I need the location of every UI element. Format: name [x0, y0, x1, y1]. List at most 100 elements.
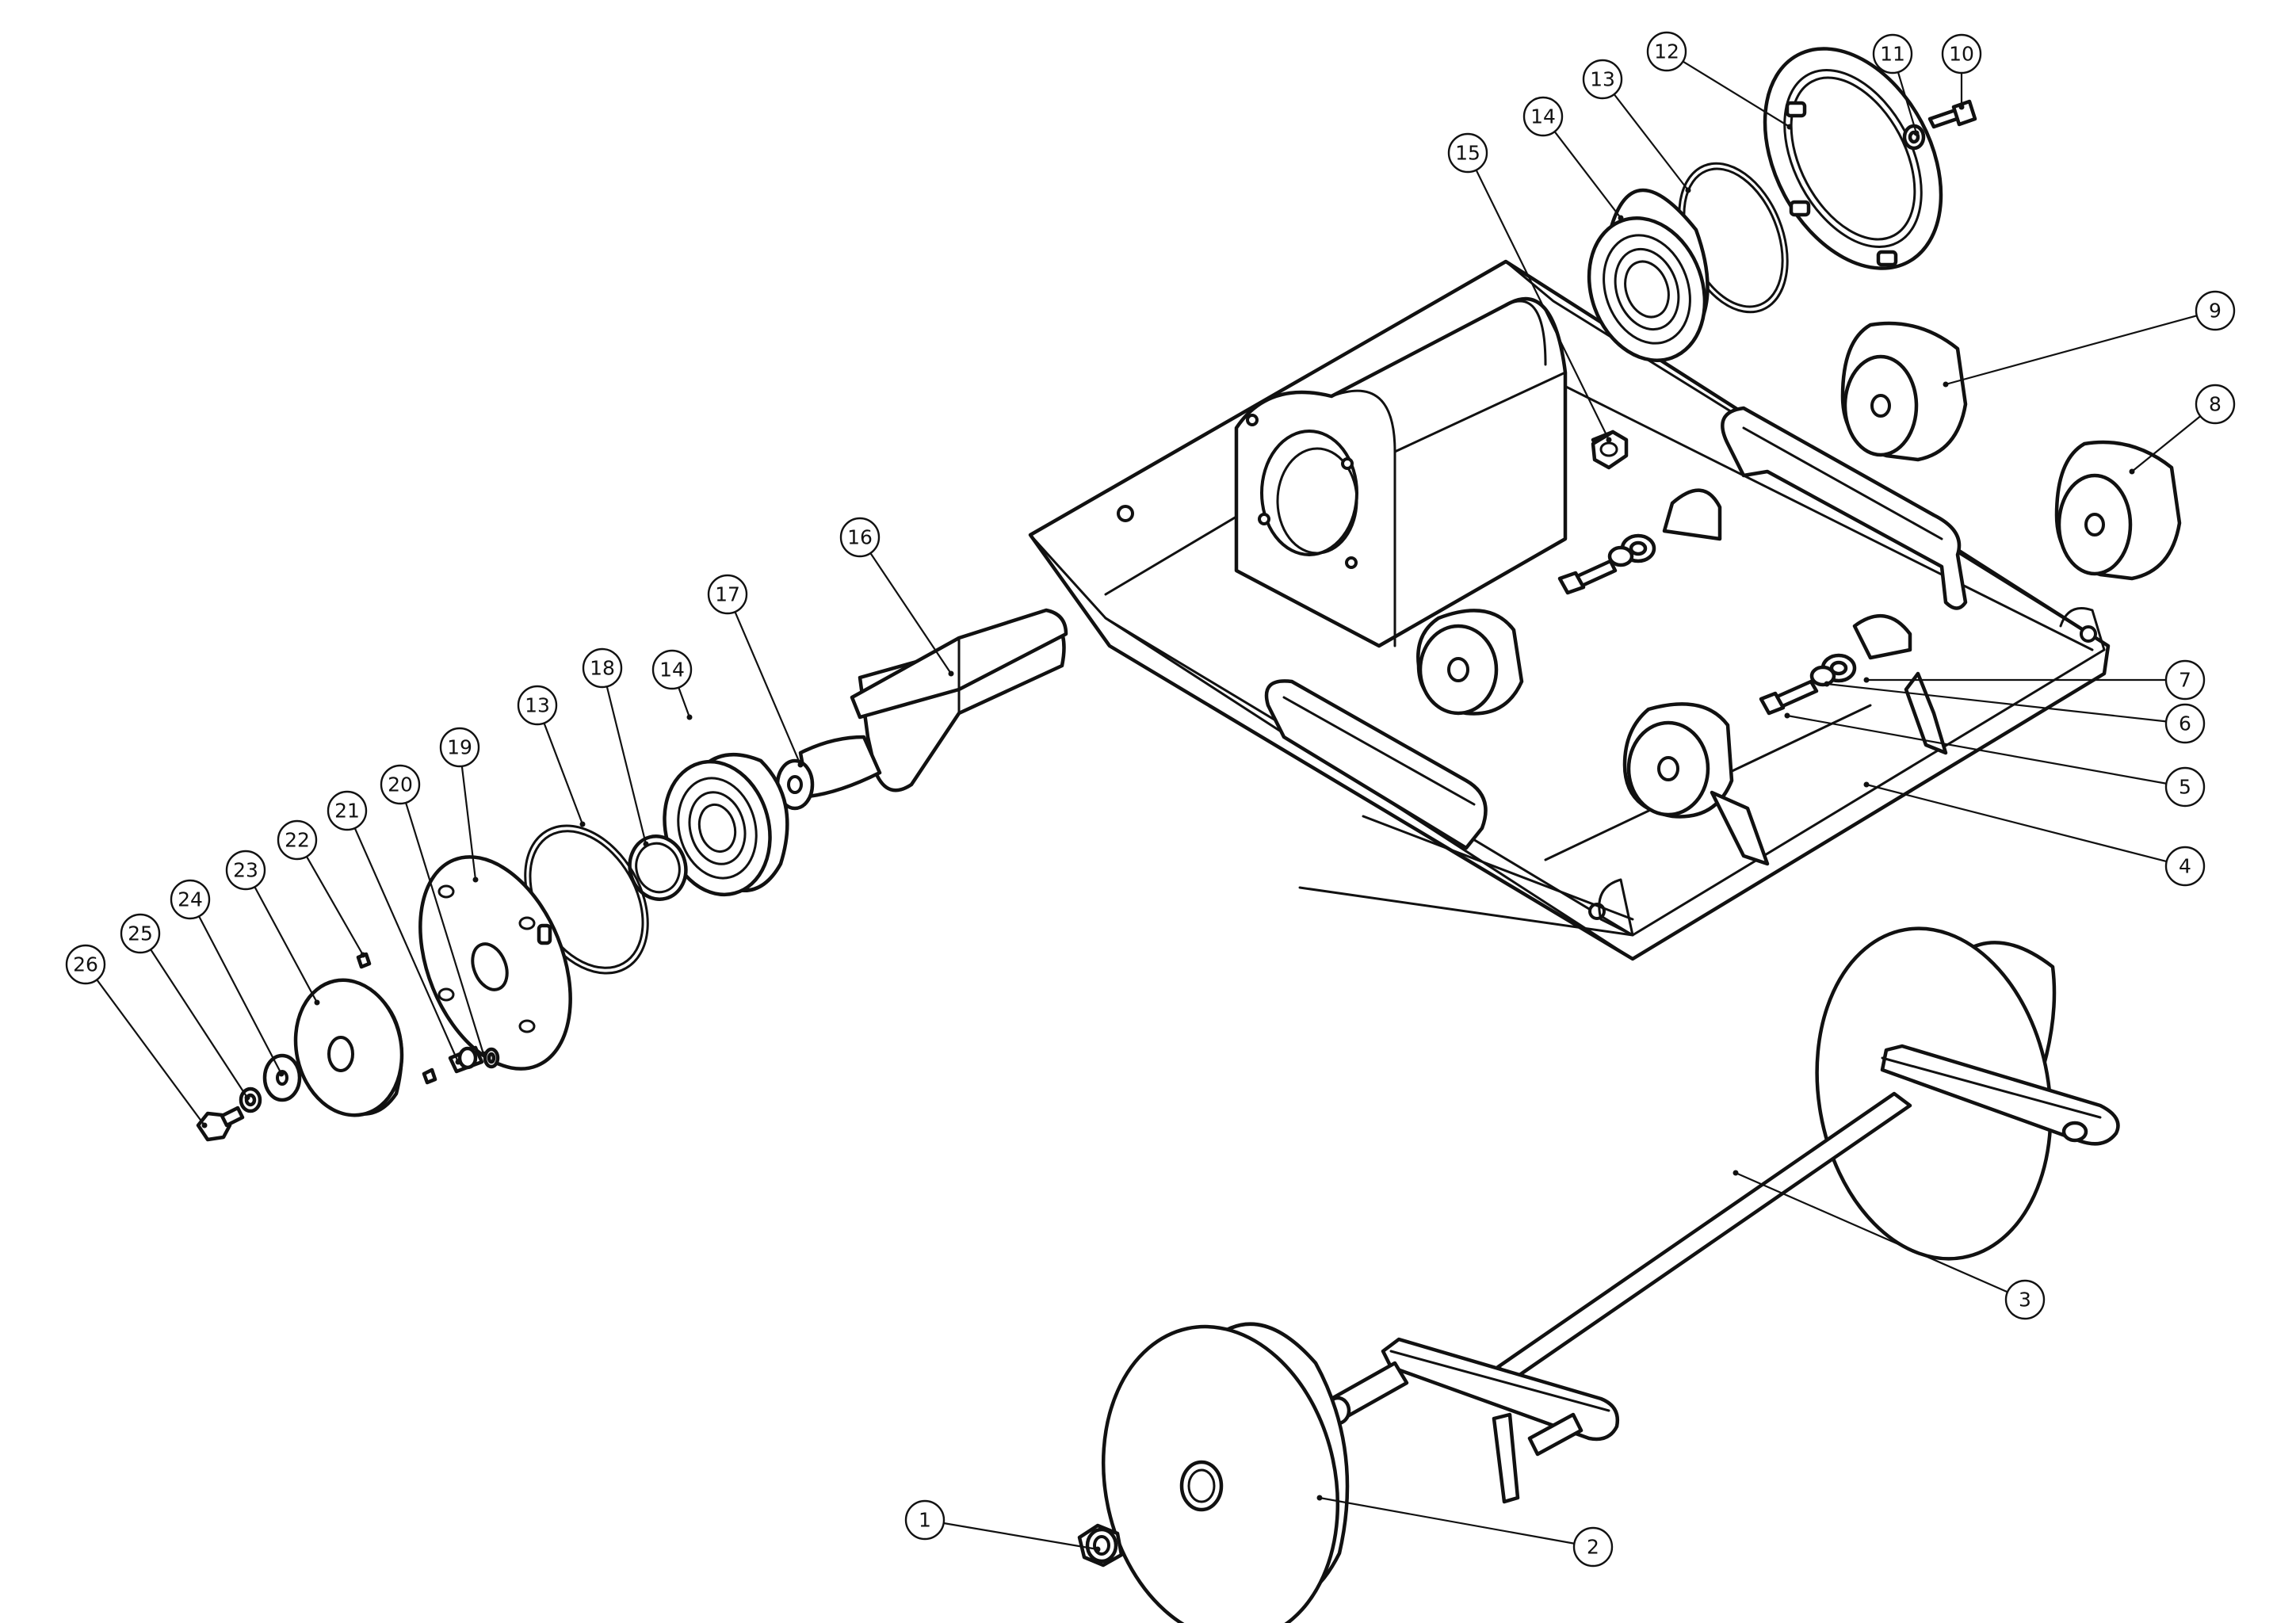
- callout-14: 14: [1522, 96, 1624, 221]
- callout-16: 16: [839, 517, 954, 677]
- callout-bubble: [2164, 659, 2206, 701]
- callout-number: 23: [233, 859, 258, 882]
- bolt-21: [448, 1045, 484, 1074]
- callout-26: 26: [65, 944, 208, 1128]
- callout-bubble: [2164, 846, 2206, 887]
- callout-number: 18: [590, 657, 615, 680]
- callout-leader-end: [1095, 1546, 1101, 1552]
- callout-number: 1: [919, 1509, 931, 1532]
- callout-leader-end: [1685, 187, 1691, 193]
- bolt-26: [196, 1106, 245, 1142]
- callout-leader: [1786, 714, 2167, 785]
- callout-number: 20: [388, 773, 413, 796]
- callout-bubble: [707, 574, 748, 615]
- callout-leader: [254, 886, 318, 1003]
- callout-11: 11: [1872, 33, 1920, 136]
- callout-21: 21: [327, 790, 461, 1065]
- callout-leader-end: [314, 999, 320, 1006]
- callout-leader-end: [455, 1059, 461, 1065]
- callout-bubble: [517, 685, 558, 726]
- callout-bubble: [120, 913, 161, 954]
- callout-leader: [734, 611, 802, 766]
- callout-leader-end: [472, 876, 479, 883]
- callout-leader: [1475, 170, 1610, 441]
- callout-leader: [678, 687, 691, 718]
- washer-24: [262, 1053, 302, 1102]
- callout-25: 25: [120, 913, 250, 1101]
- callout-leader: [1735, 1171, 2008, 1293]
- callout-leader-end: [686, 714, 693, 720]
- callout-13: 13: [1582, 59, 1691, 193]
- callout-leader: [405, 802, 485, 1055]
- callout-bubble: [904, 1499, 946, 1541]
- callout-leader-end: [1316, 1495, 1323, 1501]
- callout-number: 6: [2179, 712, 2191, 735]
- callout-leader: [606, 686, 648, 845]
- eccentric-shaft-16: [775, 608, 1068, 811]
- callout-number: 13: [525, 694, 550, 717]
- callout-leader-end: [1943, 381, 1949, 388]
- callout-leader-end: [643, 841, 649, 847]
- callout-leader: [943, 1522, 1098, 1551]
- callout-7: 7: [1863, 659, 2206, 701]
- callout-bubble: [2164, 703, 2206, 744]
- end-cover-19: [418, 855, 572, 1071]
- callout-bubble: [2195, 290, 2236, 331]
- callout-bubble: [380, 764, 421, 805]
- bearing-housing: [1234, 296, 1568, 648]
- callout-22: 22: [277, 819, 366, 958]
- callout-bubble: [651, 649, 693, 690]
- callout-10: 10: [1941, 33, 1982, 110]
- plate-mounts: [1416, 488, 1948, 866]
- callout-leader-end: [1913, 130, 1920, 136]
- callout-number: 19: [447, 736, 472, 759]
- callout-3: 3: [1733, 1170, 2046, 1320]
- callout-leader: [2131, 415, 2202, 472]
- key-22: [356, 952, 437, 1085]
- cover-plate-12: [1763, 47, 1943, 270]
- callout-bubble: [2164, 766, 2206, 808]
- mount-8: [2054, 440, 2182, 581]
- callout-number: 5: [2179, 776, 2191, 799]
- callout-leader: [1613, 94, 1689, 191]
- callout-number: 16: [847, 526, 873, 549]
- callout-bubble: [1582, 59, 1623, 100]
- callout-number: 21: [334, 800, 360, 823]
- callout-number: 25: [128, 922, 153, 945]
- nut-15: [1591, 430, 1629, 470]
- callout-24: 24: [170, 879, 285, 1077]
- plate-handle-rear: [1721, 406, 1968, 610]
- spacer-18: [628, 834, 688, 901]
- callout-bubble: [1872, 33, 1913, 74]
- callout-number: 2: [1587, 1536, 1599, 1559]
- callout-number: 10: [1949, 43, 1974, 66]
- callout-bubble: [1447, 132, 1488, 174]
- callout-bubble: [2004, 1279, 2046, 1320]
- callout-leader-end: [2129, 468, 2135, 475]
- callout-leader: [543, 723, 584, 825]
- callout-leader: [1897, 71, 1918, 134]
- callout-layer: 1234567891011121314151617141813192021222…: [65, 31, 2236, 1568]
- callout-bubble: [839, 517, 881, 558]
- callout-leader: [460, 766, 477, 880]
- callout-leader-end: [1863, 781, 1870, 788]
- callout-number: 4: [2179, 855, 2191, 878]
- callout-leader: [1682, 60, 1790, 128]
- callout-leader-end: [480, 1051, 487, 1057]
- callout-leader: [150, 949, 248, 1098]
- callout-bubble: [2195, 384, 2236, 425]
- callout-bubble: [439, 727, 480, 768]
- callout-bubble: [1646, 31, 1687, 72]
- pulley-23: [293, 978, 404, 1117]
- callout-number: 14: [659, 659, 685, 682]
- callout-2: 2: [1316, 1495, 1614, 1568]
- washer-20: [483, 1047, 500, 1069]
- callout-leader: [353, 827, 460, 1063]
- callout-leader: [1319, 1496, 1575, 1545]
- bearing-14-right: [1587, 188, 1710, 362]
- nut-1: [1077, 1523, 1124, 1568]
- callout-number: 9: [2209, 300, 2222, 323]
- callout-bubble: [277, 819, 318, 861]
- callout-bubble: [327, 790, 368, 831]
